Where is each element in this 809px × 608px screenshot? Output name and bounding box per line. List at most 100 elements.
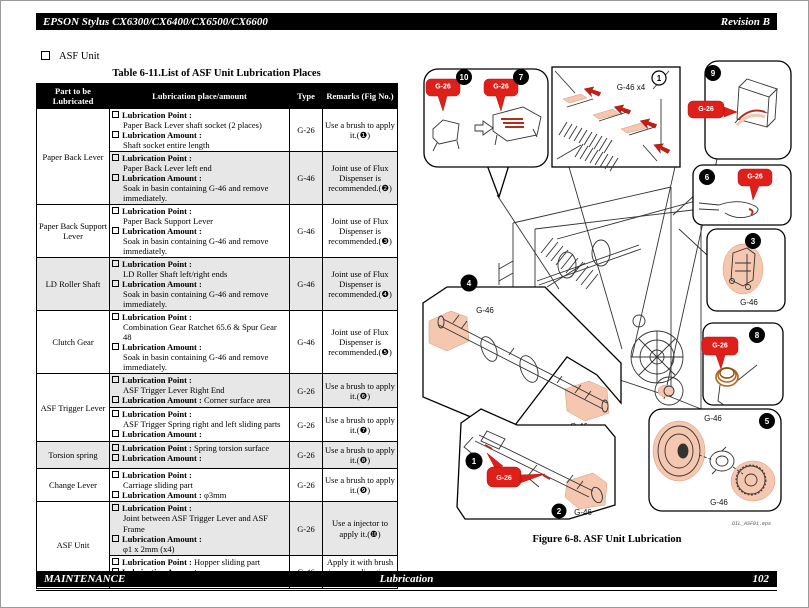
callout-panel-9: G-26 9 [687, 60, 792, 160]
callout-number-8-icon: 8 [749, 327, 765, 343]
svg-text:G-26: G-26 [747, 174, 763, 181]
type-cell: G-46 [289, 204, 323, 259]
g26-balloon: G-26 [486, 452, 546, 488]
table-header-row: Part to be Lubricated Lubrication place/… [36, 82, 398, 110]
place-cell: Lubrication Point : Paper Back Lever lef… [109, 151, 290, 206]
type-cell: G-26 [289, 468, 323, 503]
checkbox-icon [112, 444, 119, 452]
checkbox-icon [112, 280, 119, 288]
svg-text:1: 1 [472, 457, 477, 466]
column-header-remarks: Remarks (Fig No.) [322, 82, 398, 110]
checkbox-icon [112, 131, 119, 139]
footer-page-number: 102 [752, 573, 770, 585]
checkbox-icon [112, 430, 119, 438]
callout-number-5-icon: 5 [759, 413, 775, 429]
place-cell: Lubrication Point : Paper Back Support L… [109, 204, 290, 259]
part-cell: Change Lever [36, 468, 110, 503]
g46-label: G-46 [704, 414, 722, 423]
table-row: LD Roller Shaft Lubrication Point : LD R… [36, 257, 398, 312]
type-cell: G-26 [289, 373, 323, 409]
figure-caption: Figure 6-8. ASF Unit Lubrication [532, 534, 682, 545]
g46x4-label: G-46 x4 [617, 83, 646, 92]
type-cell: G-26 [289, 108, 323, 153]
callout-panel-8: G-26 8 [701, 322, 784, 406]
g26-balloon: G-26 [737, 168, 773, 201]
checkbox-icon [112, 227, 119, 235]
svg-text:6: 6 [705, 173, 710, 182]
type-cell: G-46 [289, 151, 323, 206]
table-row: ASF Trigger Lever Lubrication Point : AS… [36, 373, 398, 443]
g26-balloon: G-26 [701, 336, 739, 370]
remarks-cell: Joint use of Flux Dispenser is recommend… [322, 204, 398, 259]
callout-panel-1-2: G-26 1 2 G-46 [456, 408, 616, 520]
figure-asf-unit: G-26 G-26 10 7 [417, 57, 807, 537]
remarks-cell: Use a brush to apply it.(❼) [322, 407, 398, 443]
checkbox-icon [112, 260, 119, 268]
column-header-part: Part to be Lubricated [36, 82, 110, 110]
callout-number-3-icon: 3 [745, 233, 761, 249]
lubrication-table: Part to be Lubricated Lubrication place/… [36, 82, 398, 589]
checkbox-icon [112, 471, 119, 479]
remarks-cell: Joint use of Flux Dispenser is recommend… [322, 151, 398, 206]
svg-text:7: 7 [519, 73, 524, 82]
header-title: EPSON Stylus CX6300/CX6400/CX6500/CX6600 [43, 15, 268, 28]
remarks-cell: Use a injector to apply it.(❿) [322, 501, 398, 556]
checkbox-icon [112, 111, 119, 119]
part-cell: Clutch Gear [36, 310, 110, 375]
footer-topic: Lubrication [379, 573, 434, 585]
svg-text:10: 10 [460, 73, 469, 82]
svg-text:1: 1 [657, 74, 662, 83]
callout-panel-6: G-26 6 [692, 164, 792, 226]
callout-number-4-icon: 4 [460, 274, 478, 292]
place-cell: Lubrication Point : LD Roller Shaft left… [109, 257, 290, 312]
part-cell: Paper Back Lever [36, 108, 110, 206]
g26-balloon: G-26 [687, 100, 738, 119]
remarks-cell: Joint use of Flux Dispenser is recommend… [322, 257, 398, 312]
section-heading: ASF Unit [41, 51, 100, 62]
footer-rule [36, 590, 777, 591]
type-cell: G-46 [289, 310, 323, 375]
checkbox-icon [112, 557, 119, 565]
table-row: Clutch Gear Lubrication Point : Combinat… [36, 310, 398, 375]
column-header-type: Type [289, 82, 323, 110]
callout-panel-5: G-46 G-46 5 [648, 408, 782, 512]
type-cell: G-46 [289, 257, 323, 312]
checkbox-icon [112, 454, 119, 462]
part-cell: LD Roller Shaft [36, 257, 110, 312]
callout-panel-3: G-46 3 [706, 228, 786, 312]
column-header-place: Lubrication place/amount [109, 82, 290, 110]
checkbox-icon [112, 491, 119, 499]
header-bar: EPSON Stylus CX6300/CX6400/CX6500/CX6600… [36, 13, 777, 30]
callout-number-7-icon: 7 [513, 69, 529, 85]
callout-number-1-black-icon: 1 [465, 452, 483, 470]
type-cell: G-26 [289, 501, 323, 556]
checkbox-icon [112, 343, 119, 351]
svg-text:4: 4 [467, 279, 472, 288]
checkbox-icon [112, 534, 119, 542]
place-cell: Lubrication Point : Combination Gear Rat… [109, 310, 290, 375]
part-cell: ASF Trigger Lever [36, 373, 110, 443]
svg-text:G-26: G-26 [496, 475, 512, 482]
svg-text:G-26: G-26 [493, 84, 509, 91]
table-row: Paper Back Lever Lubrication Point : Pap… [36, 108, 398, 206]
svg-text:5: 5 [765, 417, 770, 426]
svg-text:3: 3 [751, 237, 756, 246]
table-row: Paper Back Support Lever Lubrication Poi… [36, 204, 398, 259]
table-row: Change Lever Lubrication Point : Carriag… [36, 468, 398, 503]
g46-label: G-46 [574, 508, 592, 517]
table-row: Lubrication Point : ASF Trigger Spring r… [37, 407, 398, 443]
svg-text:G-26: G-26 [712, 343, 728, 350]
remarks-cell: Joint use of Flux Dispenser is recommend… [322, 310, 398, 375]
svg-text:2: 2 [557, 507, 562, 516]
callout-number-6-icon: 6 [699, 169, 715, 185]
svg-text:G-26: G-26 [435, 84, 451, 91]
remarks-cell: Use a brush to apply it.(❾) [322, 468, 398, 503]
callout-number-9-icon: 9 [705, 65, 721, 81]
section-square-icon [41, 51, 50, 60]
place-cell: Lubrication Point : Spring torsion surfa… [109, 441, 290, 470]
checkbox-icon [112, 376, 119, 384]
footer-section: MAINTENANCE [44, 573, 126, 585]
g46-label: G-46 [476, 306, 494, 315]
svg-text:9: 9 [711, 69, 716, 78]
